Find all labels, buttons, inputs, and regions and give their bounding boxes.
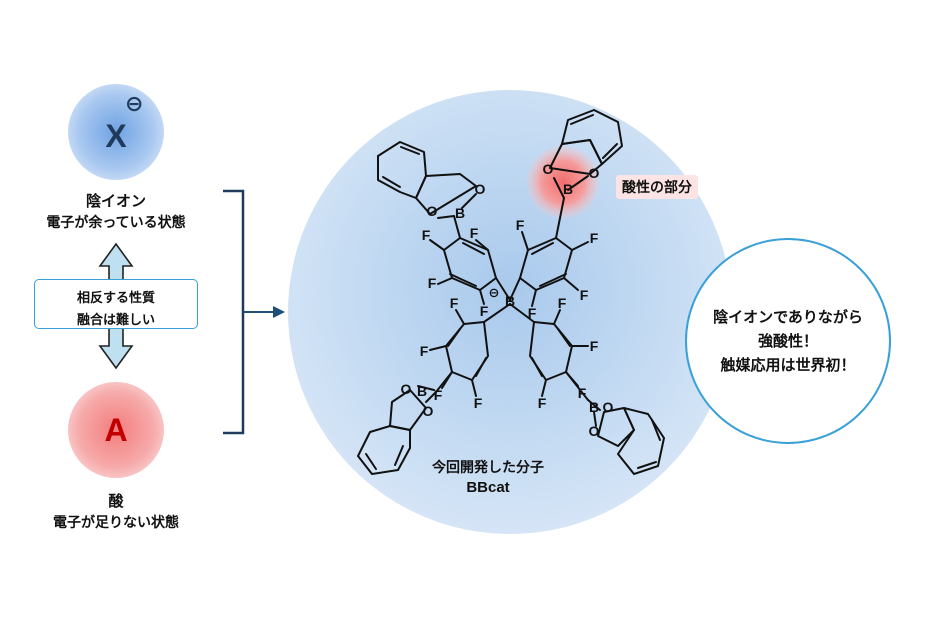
oxygen-ll-1: O xyxy=(401,381,412,397)
central-boron: B xyxy=(505,293,515,309)
central-charge: ⊖ xyxy=(489,285,500,300)
fluorine-16: F xyxy=(538,395,547,411)
oxygen-lr-2: O xyxy=(589,423,600,439)
acid-description: 電子が足りない状態 xyxy=(53,515,179,531)
fluorine-5: F xyxy=(470,225,479,241)
oxygen-ur-1: O xyxy=(543,161,554,177)
fluorine-7: F xyxy=(422,227,431,243)
fluorine-10: F xyxy=(420,343,429,359)
fluorine-9: F xyxy=(450,295,459,311)
acidic-glow xyxy=(527,146,599,218)
fluorine-8: F xyxy=(480,303,489,319)
fluorine-14: F xyxy=(590,338,599,354)
boron-ll: B xyxy=(417,383,427,399)
fluorine-15: F xyxy=(578,385,587,401)
relation-line2: 融合は難しい xyxy=(76,313,155,328)
fluorine-4: F xyxy=(528,305,537,321)
acid-title: 酸 xyxy=(108,492,124,510)
anion-title: 陰イオン xyxy=(85,192,146,210)
fluorine-1: F xyxy=(516,217,525,233)
relation-line1: 相反する性質 xyxy=(76,291,155,306)
molecule-name: BBcat xyxy=(466,479,509,496)
fluorine-12: F xyxy=(474,395,483,411)
anion-charge-symbol: ⊖ xyxy=(125,92,144,117)
acid-symbol: A xyxy=(104,411,128,448)
fluorine-6: F xyxy=(428,275,437,291)
callout-circle: 陰イオンでありながら 強酸性！ 触媒応用は世界初！ xyxy=(685,238,891,444)
boron-ul: B xyxy=(455,205,465,221)
fluorine-3: F xyxy=(580,287,589,303)
acid-orb: A xyxy=(68,382,164,478)
bracket-arrow xyxy=(223,189,285,435)
anion-description: 電子が余っている状態 xyxy=(46,215,186,231)
boron-ur: B xyxy=(563,181,573,197)
callout-line1: 陰イオンでありながら xyxy=(713,308,863,326)
boron-lr: B xyxy=(589,399,599,415)
oxygen-ul-2: O xyxy=(475,181,486,197)
fluorine-13: F xyxy=(558,295,567,311)
anion-symbol: X xyxy=(105,117,127,154)
molecule-caption: 今回開発した分子 xyxy=(431,459,544,476)
fluorine-2: F xyxy=(590,230,599,246)
oxygen-ll-2: O xyxy=(423,403,434,419)
relation-box: 相反する性質 融合は難しい xyxy=(34,279,198,329)
callout-line2: 強酸性！ xyxy=(757,332,818,350)
callout-line3: 触媒応用は世界初！ xyxy=(720,356,856,374)
oxygen-lr-1: O xyxy=(603,399,614,415)
bbcat-structure: B ⊖ B B B B O O O O O O O O F F F F F F … xyxy=(357,109,665,496)
oxygen-ul-1: O xyxy=(427,203,438,219)
fluorine-11: F xyxy=(434,387,443,403)
acid-part-label: 酸性の部分 xyxy=(616,175,698,199)
oxygen-ur-2: O xyxy=(589,165,600,181)
anion-orb: X xyxy=(68,84,164,180)
